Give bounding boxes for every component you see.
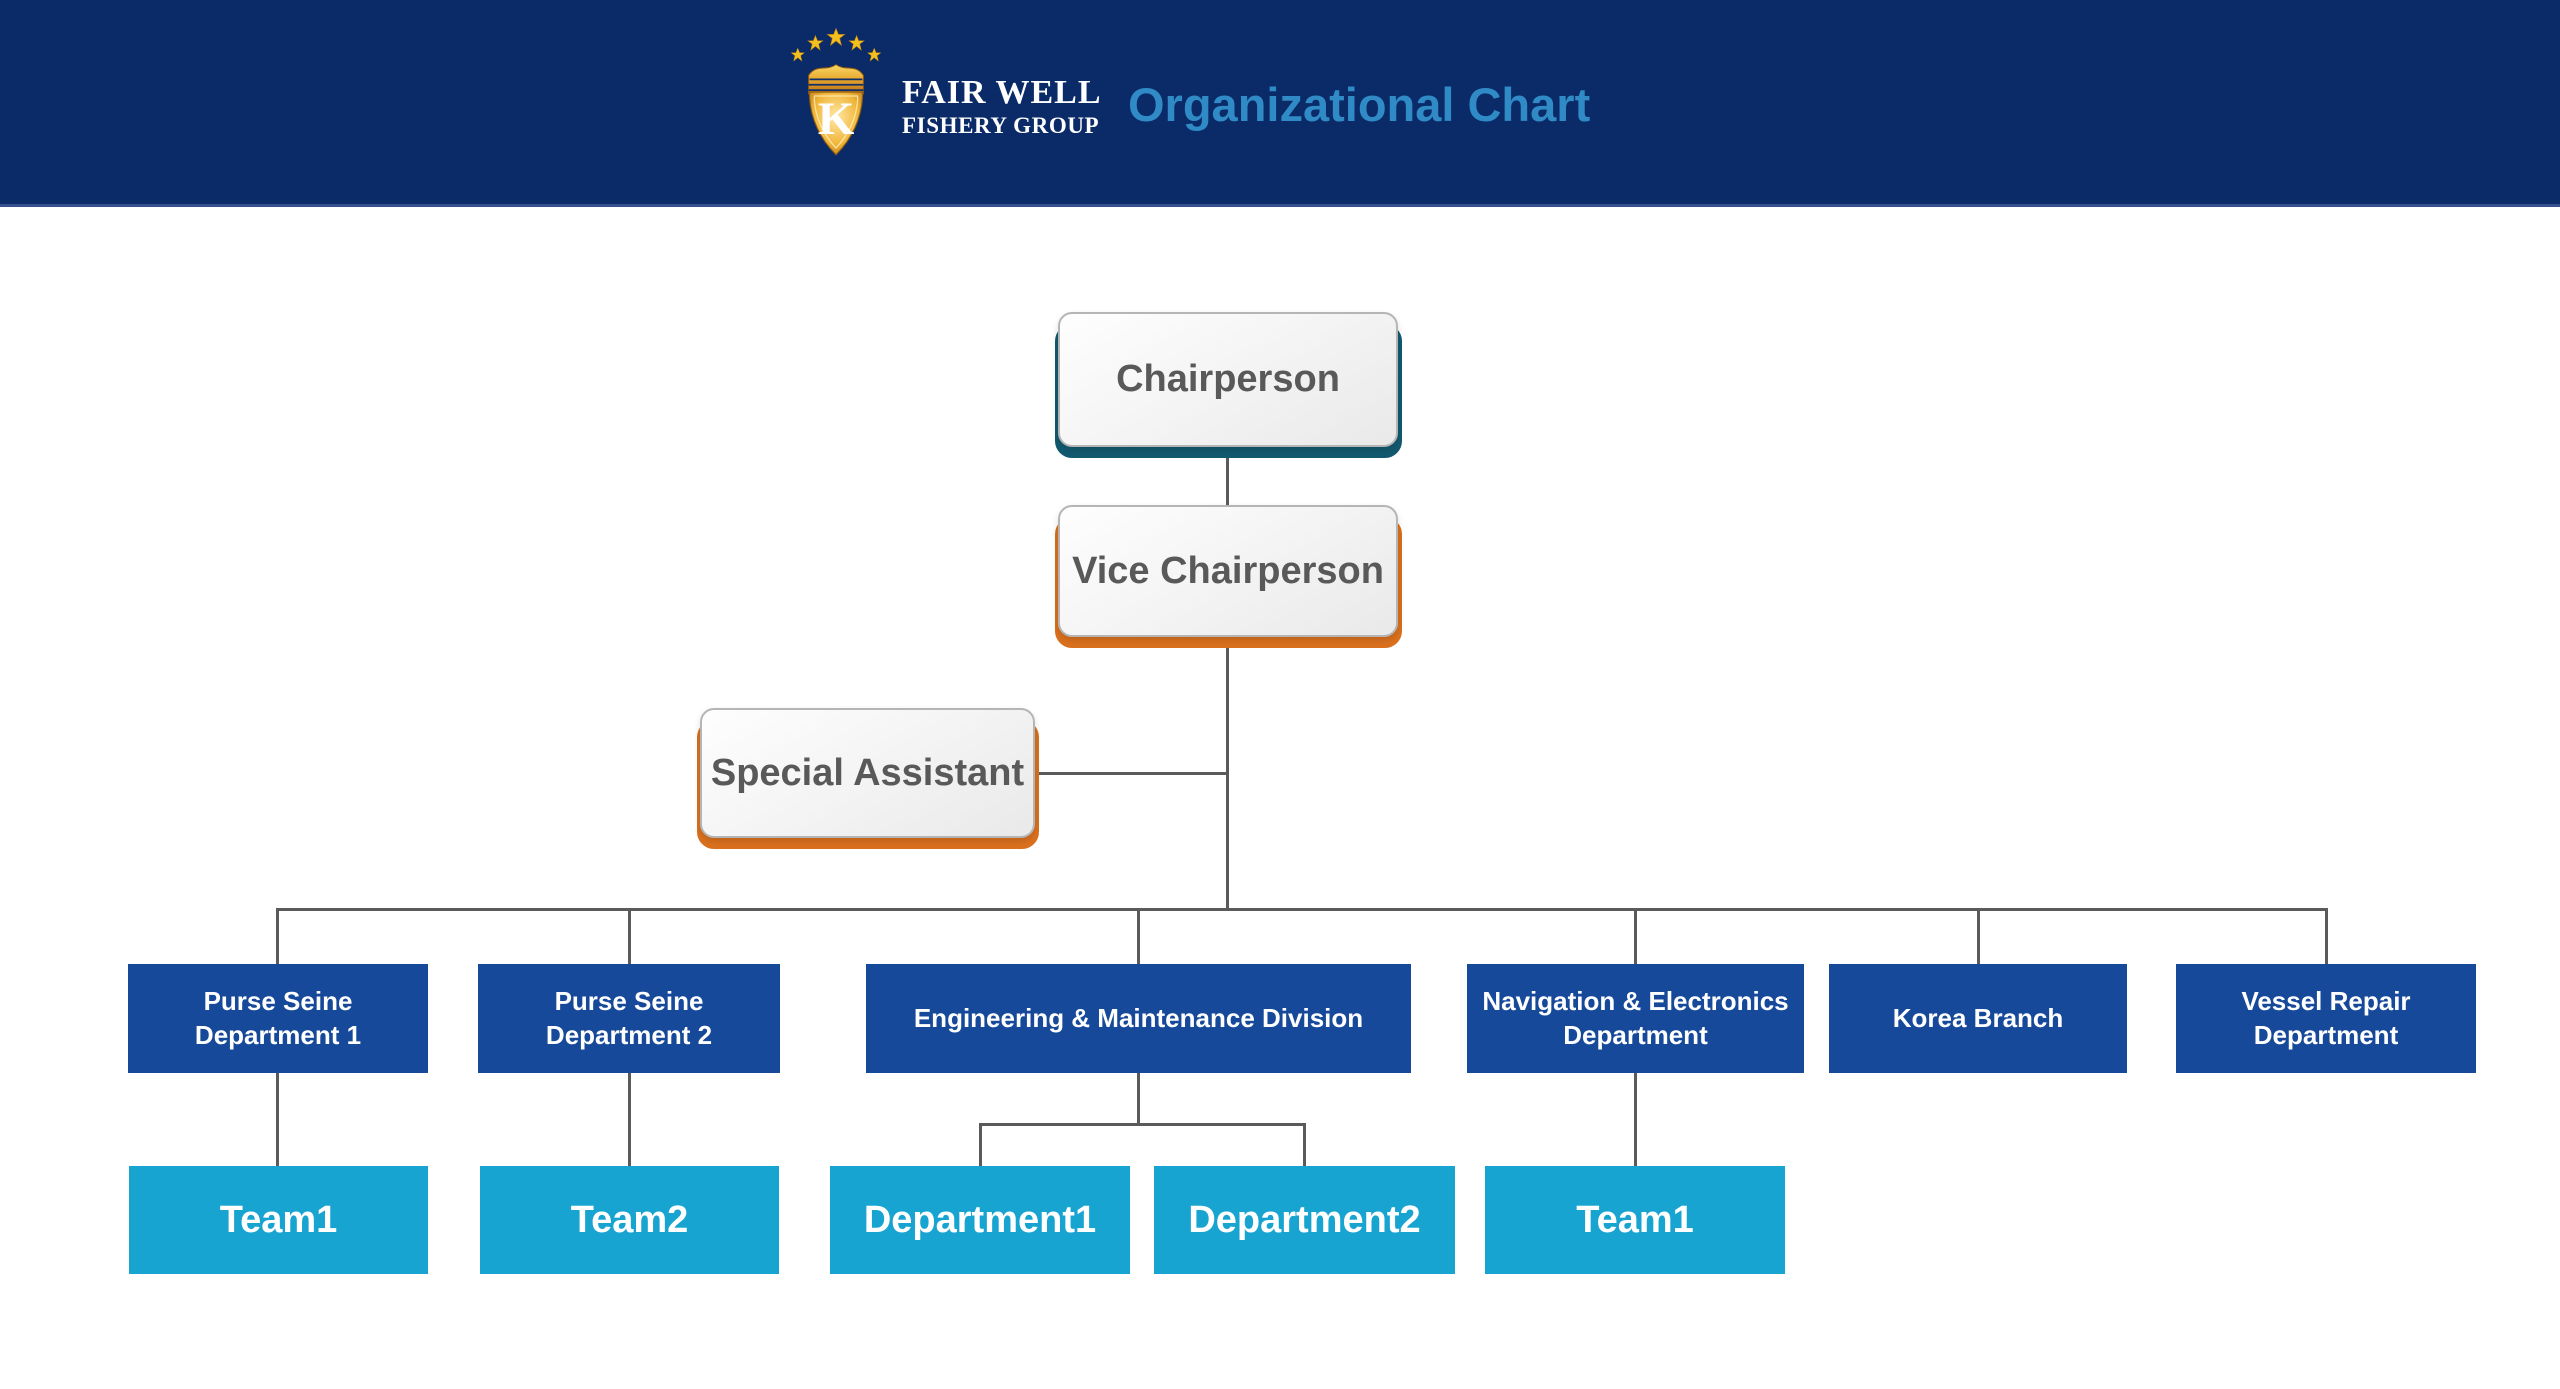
connector-department2-drop — [1303, 1123, 1306, 1166]
korea-branch-label: Korea Branch — [1892, 1002, 2064, 1033]
node-team1-navigation: Team1 — [1485, 1166, 1785, 1274]
node-chairperson: Chairperson — [1055, 312, 1402, 458]
node-team1-purse-seine: Team1 — [129, 1166, 428, 1274]
brand-name-line1: FAIR WELL — [902, 74, 1102, 111]
logo-stars — [790, 28, 882, 62]
node-department2-engineering: Department2 — [1154, 1166, 1455, 1274]
node-vice-chairperson: Vice Chairperson — [1055, 505, 1402, 648]
department2-label: Department2 — [1188, 1198, 1421, 1241]
team1-navigation-label: Team1 — [1576, 1198, 1694, 1241]
vessel-repair-label: Vessel Repair Department — [2241, 985, 2411, 1050]
team2-purse-seine-label: Team2 — [570, 1198, 689, 1241]
connector-drop-purse-seine-1 — [276, 908, 279, 965]
crown-shield-logo-icon: K — [790, 28, 882, 156]
logo-monogram: K — [818, 93, 855, 145]
node-department1-engineering: Department1 — [830, 1166, 1130, 1274]
connector-special-assistant — [1035, 772, 1228, 775]
vice-chairperson-label: Vice Chairperson — [1072, 549, 1384, 592]
purse-seine-1-label: Purse Seine Department 1 — [194, 985, 362, 1050]
node-purse-seine-department-2: Purse Seine Department 2 — [478, 964, 780, 1073]
connector-drop-korea — [1977, 908, 1980, 965]
department1-label: Department1 — [863, 1198, 1097, 1241]
connector-drop-purse-seine-2 — [628, 908, 631, 965]
logo-shield — [808, 91, 864, 156]
connector-drop-vessel-repair — [2325, 908, 2328, 965]
brand-name-line2: FISHERY GROUP — [902, 113, 1100, 138]
header: K FAIR WELL FISHERY GROUP Organizational… — [0, 0, 2560, 207]
connector-team1-navigation — [1634, 1073, 1637, 1166]
connector-department-bus — [277, 908, 2328, 911]
node-purse-seine-department-1: Purse Seine Department 1 — [128, 964, 428, 1073]
node-team2-purse-seine: Team2 — [480, 1166, 779, 1274]
connector-engineering-split — [979, 1123, 1306, 1126]
node-special-assistant: Special Assistant — [697, 708, 1039, 849]
node-navigation-electronics-department: Navigation & Electronics Department — [1467, 964, 1804, 1073]
navigation-electronics-label: Navigation & Electronics Department — [1482, 985, 1789, 1050]
team1-purse-seine-label: Team1 — [219, 1198, 338, 1241]
chairperson-label: Chairperson — [1116, 358, 1340, 400]
connector-chairperson-vice — [1226, 450, 1229, 508]
node-vessel-repair-department: Vessel Repair Department — [2176, 964, 2476, 1073]
node-engineering-maintenance-division: Engineering & Maintenance Division — [866, 964, 1411, 1073]
purse-seine-2-label: Purse Seine Department 2 — [545, 985, 713, 1050]
connector-drop-engineering — [1137, 908, 1140, 965]
connector-drop-navigation — [1634, 908, 1637, 965]
page-title: Organizational Chart — [1128, 78, 1591, 131]
connector-team2-purse-seine — [628, 1073, 631, 1166]
connector-department1-drop — [979, 1123, 982, 1166]
special-assistant-label: Special Assistant — [710, 751, 1025, 794]
engineering-maintenance-label: Engineering & Maintenance Division — [913, 1002, 1364, 1033]
brand-name: FAIR WELL FISHERY GROUP — [902, 74, 1102, 139]
connector-engineering-stem — [1137, 1073, 1140, 1125]
node-korea-branch: Korea Branch — [1829, 964, 2127, 1073]
connector-vice-bus — [1226, 645, 1229, 911]
connector-team1-purse-seine — [276, 1073, 279, 1166]
